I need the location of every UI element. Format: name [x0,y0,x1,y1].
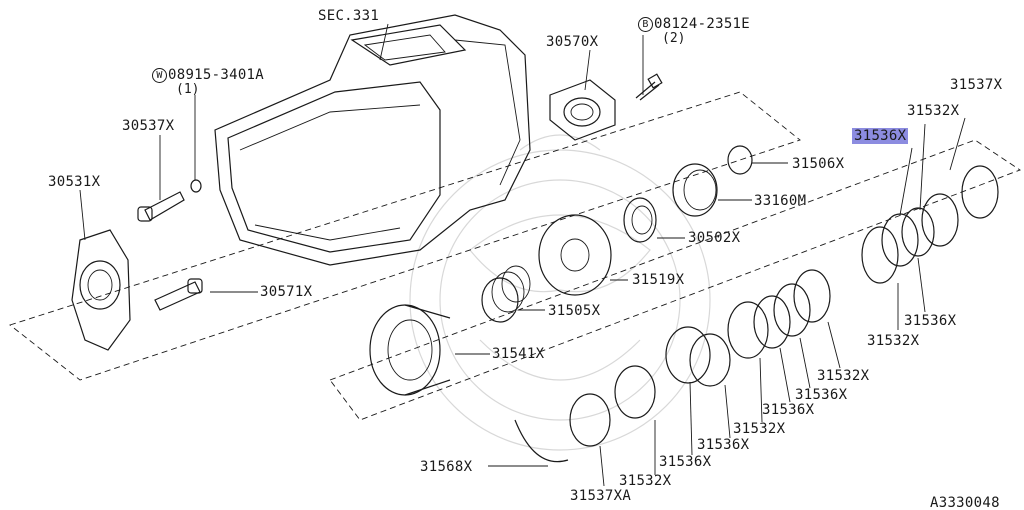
seal-33160m [672,163,718,217]
quantity-08124: (2) [662,31,686,46]
transfer-case-housing [214,14,531,266]
cover-30531x [71,229,131,351]
drawing-number: A3330048 [930,495,1000,510]
snap-ring-31506x [727,145,753,175]
part-label-31541x[interactable]: 31541X [492,346,545,362]
carrier-31519x [538,214,612,296]
bearing-30502x [623,197,657,243]
quantity-08915: (1) [176,82,200,97]
part-label-31536x-right[interactable]: 31536X [904,313,957,329]
part-label-31532x-top[interactable]: 31532X [907,103,960,119]
part-label-30570x[interactable]: 30570X [546,34,599,50]
section-reference: SEC.331 [318,8,380,24]
part-label-31532x-right[interactable]: 31532X [867,333,920,349]
washer-symbol: W [152,68,167,83]
part-label-30571x[interactable]: 30571X [260,284,313,300]
part-label-31568x[interactable]: 31568X [420,459,473,475]
part-label-33160m[interactable]: 33160M [754,193,807,209]
flange-30570x [549,79,616,141]
part-label-31537xa[interactable]: 31537XA [570,488,632,504]
pin-30571x [154,278,203,311]
watermark-emblem [409,134,711,451]
clutch-discs [569,165,999,447]
drum-31541x [369,304,451,396]
part-label-31536x-center[interactable]: 31536X [762,402,815,418]
part-label-30531x[interactable]: 30531X [48,174,101,190]
clutch-pack-outline [329,139,1021,421]
bolt-30537x [137,191,185,222]
part-label-31536x-lower[interactable]: 31536X [697,437,750,453]
part-label-31506x[interactable]: 31506X [792,156,845,172]
part-label-30537x[interactable]: 30537X [122,118,175,134]
part-label-31536x-bottom[interactable]: 31536X [659,454,712,470]
part-label-31519x[interactable]: 31519X [632,272,685,288]
bolt-08124 [635,73,663,101]
spring-31505x [481,265,531,323]
part-label-31532x-mid[interactable]: 31532X [817,368,870,384]
upper-assembly-outline [9,91,801,381]
part-label-31536x-mid[interactable]: 31536X [795,387,848,403]
part-label-31532x-center[interactable]: 31532X [733,421,786,437]
bolt-symbol: B [638,17,653,32]
part-label-31537x[interactable]: 31537X [950,77,1003,93]
part-label-31536x-highlighted[interactable]: 31536X [852,128,909,144]
part-label-30502x[interactable]: 30502X [688,230,741,246]
snap-ring-31568x [514,419,569,463]
washer-08915 [190,179,202,193]
part-label-31532x-bottom[interactable]: 31532X [619,473,672,489]
leader-lines [79,23,966,487]
part-label-31505x[interactable]: 31505X [548,303,601,319]
